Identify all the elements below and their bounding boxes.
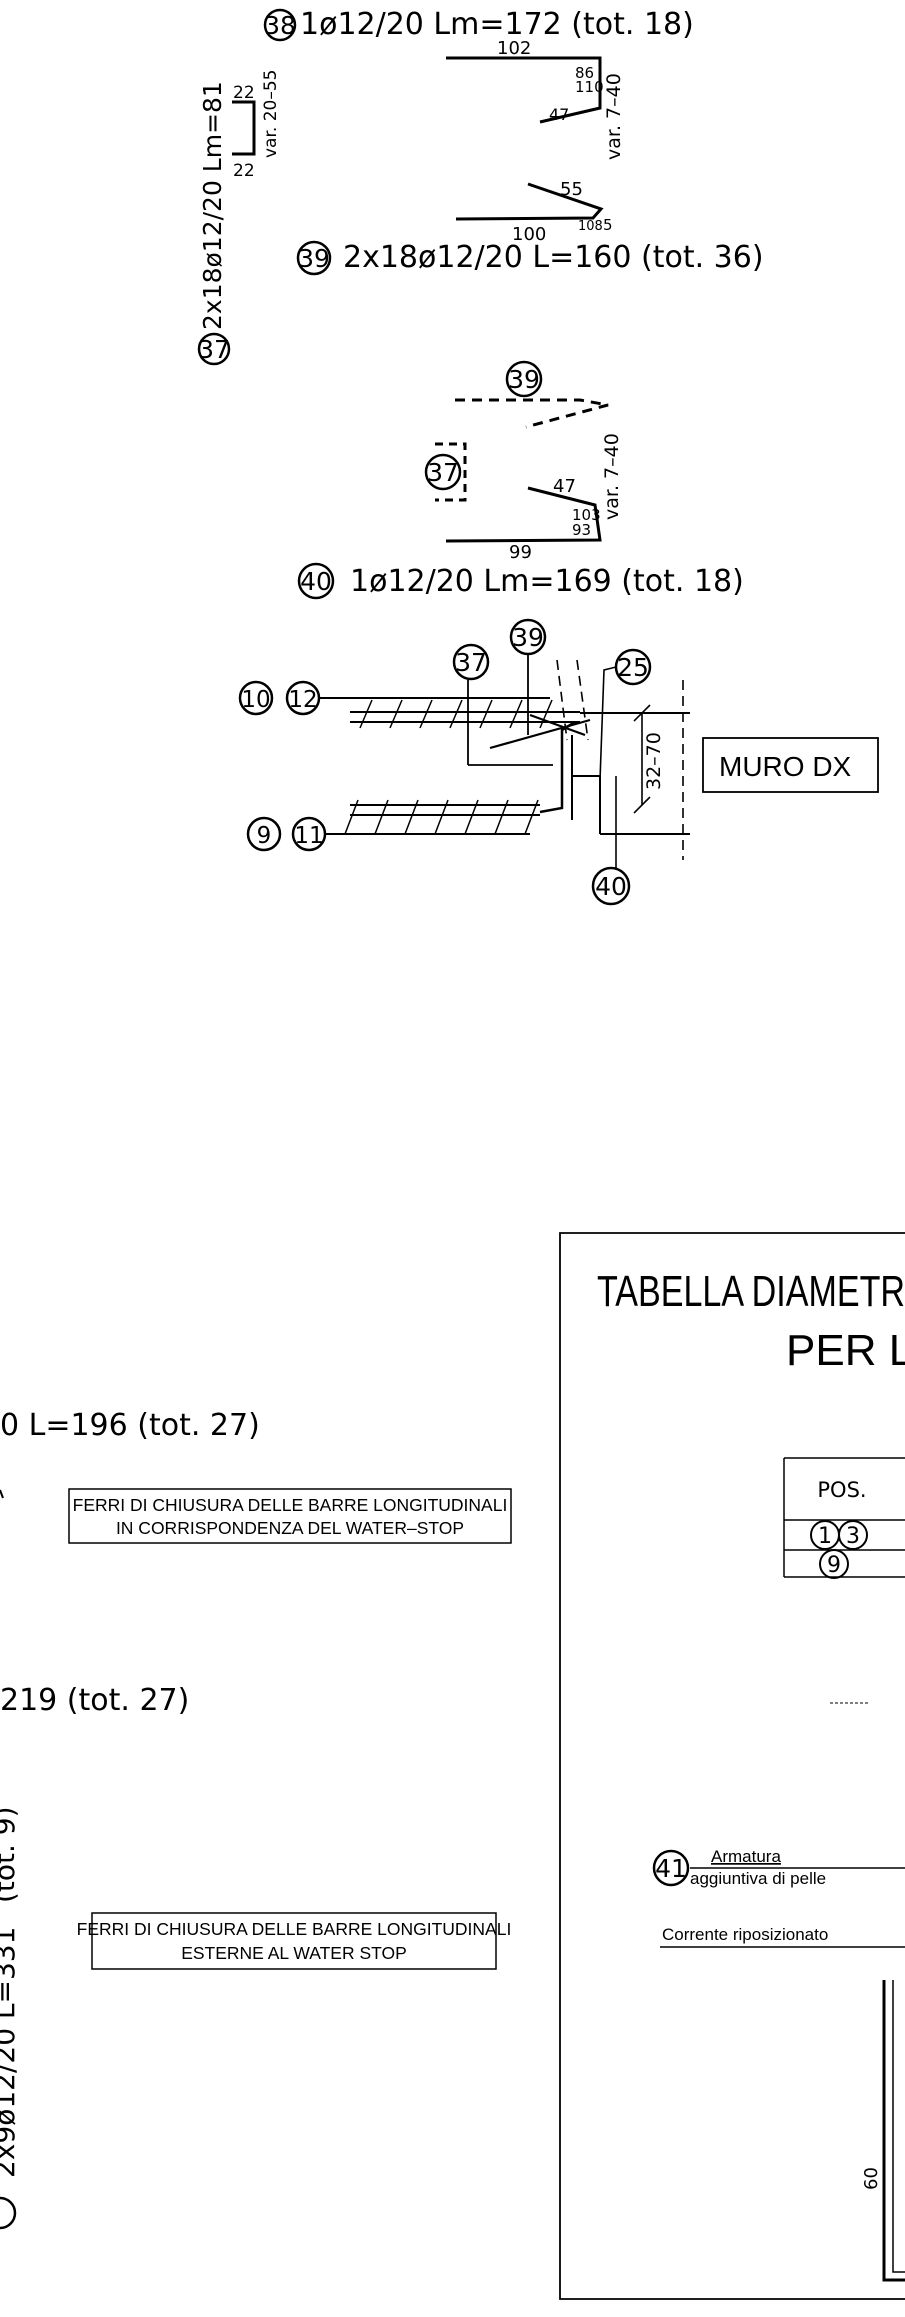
dimension-32-70-label: 32–70 <box>643 732 665 790</box>
bar-39-dim-108: 108 <box>578 219 603 234</box>
bar-37-variation: var. 20–55 <box>261 70 281 158</box>
note-box-1-line1: FERRI DI CHIUSURA DELLE BARRE LONGITUDIN… <box>73 1495 508 1515</box>
callout-11: 11 <box>291 816 327 852</box>
row-1-number-a: 1 <box>818 1524 832 1549</box>
fragment-l196: 0 L=196 (tot. 27) <box>0 1408 260 1443</box>
bar-39-dashed <box>455 398 609 429</box>
callout-41: 41 <box>652 1849 690 1887</box>
mid-callout-39: 39 <box>505 360 543 398</box>
bar-38-label: 1ø12/20 Lm=172 (tot. 18) <box>300 7 694 42</box>
bar-38-variation: var. 7–40 <box>603 73 625 160</box>
bar-39-shape <box>455 182 604 221</box>
bar-40-shape <box>445 486 602 543</box>
callout-39: 39 <box>509 618 547 656</box>
bar-38-shape <box>446 56 602 124</box>
table-title-line1: TABELLA DIAMETR <box>597 1267 905 1316</box>
callout-12: 12 <box>285 680 321 716</box>
dimension-60: 60 <box>861 2167 882 2190</box>
mid-variation: var. 7–40 <box>601 433 623 520</box>
bar-40-callout: 40 1ø12/20 Lm=169 (tot. 18) <box>297 562 744 600</box>
top-rebar <box>350 699 580 729</box>
mid-dim-47: 47 <box>553 476 576 497</box>
rotated-fragment-total: (tot. 9) <box>0 1806 21 1903</box>
row-1-number-b: 3 <box>846 1524 860 1549</box>
bar-38-callout: 38 1ø12/20 Lm=172 (tot. 18) <box>263 7 694 42</box>
callout-37: 37 <box>452 643 490 681</box>
bar-39-dim-5: 5 <box>603 216 613 234</box>
bar-38-dim-47: 47 <box>549 105 569 124</box>
fragment-219: 219 (tot. 27) <box>0 1683 189 1718</box>
bar-37-number: 37 <box>198 335 230 364</box>
dimension-32-70 <box>633 704 651 814</box>
mid-dim-93: 93 <box>572 521 591 539</box>
bar-38-dim-110: 110 <box>575 78 604 96</box>
section-detail: 10 12 37 39 25 <box>238 618 879 906</box>
bar-39-label: 2x18ø12/20 L=160 (tot. 36) <box>343 240 764 275</box>
waterstop-area <box>467 655 690 870</box>
mid-detail: 39 37 47 var. 7–40 103 93 99 40 1ø12/20 … <box>297 360 744 600</box>
row-2-number: 9 <box>827 1553 841 1578</box>
top-detail: 37 2x18ø12/20 Lm=81 22 22 var. 20–55 38 … <box>197 7 764 366</box>
row-1-callouts: 1 3 <box>810 1520 868 1550</box>
bar-40-label: 1ø12/20 Lm=169 (tot. 18) <box>350 564 744 599</box>
bar-38-dim-86: 86 <box>575 64 594 82</box>
table-panel: TABELLA DIAMETR PER LE POS. 1 3 9 41 Arm… <box>559 1232 905 2300</box>
wall-label: MURO DX <box>719 751 852 782</box>
callout-41-number: 41 <box>655 1854 687 1883</box>
bar-37-label: 2x18ø12/20 Lm=81 <box>198 81 227 330</box>
callout-25: 25 <box>614 648 652 686</box>
callout-12-number: 12 <box>288 687 317 713</box>
armatura-label: Armatura <box>711 1847 781 1866</box>
bar-37-dim-top: 22 <box>233 83 255 103</box>
callout-11-number: 11 <box>294 823 323 849</box>
bar-37-callout: 37 2x18ø12/20 Lm=81 <box>197 81 231 366</box>
callout-40: 40 <box>591 866 631 906</box>
bar-38-dim-102: 102 <box>497 38 531 59</box>
bar-40-number: 40 <box>300 567 332 596</box>
aggiuntiva-label: aggiuntiva di pelle <box>690 1869 826 1888</box>
callout-9-number: 9 <box>257 823 272 849</box>
row-2-callout: 9 <box>819 1549 849 1579</box>
callout-10-number: 10 <box>241 687 270 713</box>
wall-label-box: MURO DX <box>702 737 879 793</box>
callout-9: 9 <box>246 816 282 852</box>
mid-dim-103: 103 <box>572 506 601 524</box>
bar-39-callout: 39 2x18ø12/20 L=160 (tot. 36) <box>296 240 764 276</box>
rotated-fragment-label: 2x9ø12/20 L=331 <box>0 1927 21 2178</box>
bar-37-shape <box>232 100 256 156</box>
callout-39-number: 39 <box>512 623 544 652</box>
pos-column-header: POS. <box>817 1478 866 1502</box>
mid-callout-37: 37 <box>424 453 462 491</box>
mid-callout-37-number: 37 <box>427 458 459 487</box>
bottom-rebar <box>344 799 540 835</box>
bar-37-dashed <box>435 442 467 502</box>
corrente-label: Corrente riposizionato <box>662 1925 828 1944</box>
table-title-line2: PER LE <box>786 1326 905 1375</box>
bar-39-number: 39 <box>298 244 330 273</box>
callout-37-number: 37 <box>455 648 487 677</box>
bar-37-dim-bottom: 22 <box>233 161 255 181</box>
callout-40-number: 40 <box>595 872 627 901</box>
callout-25-number: 25 <box>617 653 649 682</box>
note-box-2-line2: ESTERNE AL WATER STOP <box>181 1943 407 1963</box>
callout-10: 10 <box>238 680 274 716</box>
rotated-fragment: (tot. 9) 2x9ø12/20 L=331 <box>0 1806 21 2230</box>
pos-table <box>783 1457 905 1578</box>
note-box-2: FERRI DI CHIUSURA DELLE BARRE LONGITUDIN… <box>77 1912 512 1970</box>
note-box-1-line2: IN CORRISPONDENZA DEL WATER–STOP <box>116 1518 464 1538</box>
bar-39-dim-100: 100 <box>512 224 546 245</box>
bottom-bar-shape <box>882 1980 905 2282</box>
bar-38-number: 38 <box>264 11 296 40</box>
note-box-1: FERRI DI CHIUSURA DELLE BARRE LONGITUDIN… <box>68 1488 512 1544</box>
mid-callout-39-number: 39 <box>508 365 540 394</box>
bar-39-dim-55: 55 <box>560 179 583 200</box>
mid-dim-99: 99 <box>509 542 532 563</box>
note-box-2-line1: FERRI DI CHIUSURA DELLE BARRE LONGITUDIN… <box>77 1919 512 1939</box>
lower-left: 0 L=196 (tot. 27) FERRI DI CHIUSURA DELL… <box>0 1408 512 2230</box>
